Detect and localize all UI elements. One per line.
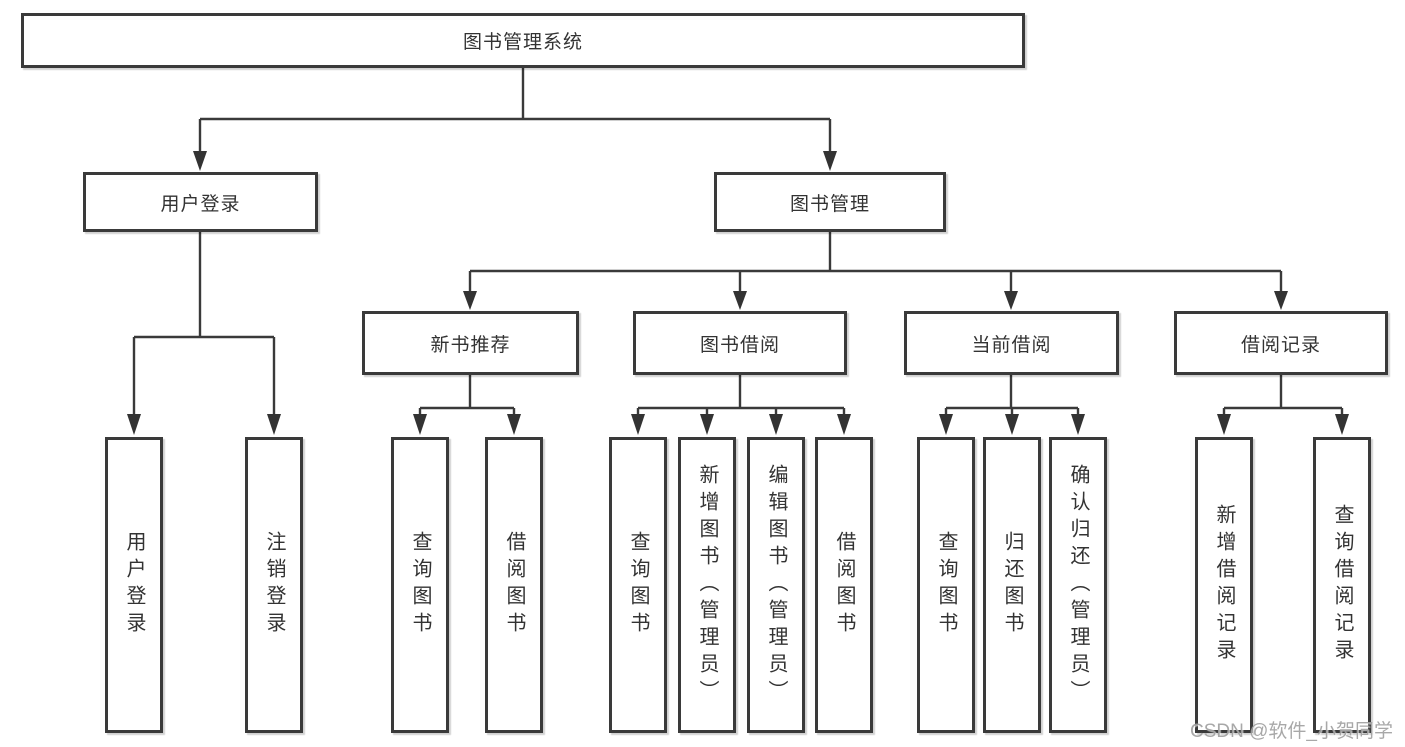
node-label: 查询借阅记录 — [1331, 504, 1353, 666]
arrow-down-icon — [1005, 414, 1019, 435]
node-label: 查询图书 — [627, 531, 649, 639]
node-leaf-logout: 注销登录 — [245, 437, 303, 733]
edge-book-borrow-to-leaves — [631, 375, 851, 435]
arrow-down-icon — [1335, 414, 1349, 435]
node-label: 编辑图书（管理员） — [765, 463, 787, 707]
node-leaf-return-book: 归还图书 — [983, 437, 1041, 733]
node-leaf-edit-book-admin: 编辑图书（管理员） — [747, 437, 805, 733]
arrow-down-icon — [700, 414, 714, 435]
arrow-down-icon — [631, 414, 645, 435]
edge-root-to-level2 — [193, 68, 837, 171]
node-label: 借阅图书 — [503, 531, 525, 639]
arrow-down-icon — [837, 414, 851, 435]
node-user-login: 用户登录 — [83, 172, 318, 232]
node-label: 当前借阅 — [971, 334, 1052, 356]
node-new-book-recommend: 新书推荐 — [362, 311, 579, 375]
node-label: 归还图书 — [1001, 531, 1023, 639]
node-leaf-add-borrow-record: 新增借阅记录 — [1195, 437, 1253, 733]
node-borrow-records: 借阅记录 — [1174, 311, 1388, 375]
node-leaf-user-login: 用户登录 — [105, 437, 163, 733]
node-label: 用户登录 — [160, 193, 241, 215]
edge-current-borrow-to-leaves — [939, 375, 1085, 435]
arrow-down-icon — [1217, 414, 1231, 435]
node-label: 查询图书 — [409, 531, 431, 639]
node-label: 新书推荐 — [430, 334, 511, 356]
arrow-down-icon — [507, 414, 521, 435]
node-leaf-query-books-3: 查询图书 — [917, 437, 975, 733]
node-label: 图书借阅 — [699, 334, 780, 356]
node-label: 图书管理 — [789, 193, 870, 215]
arrow-down-icon — [463, 291, 477, 310]
node-label: 查询图书 — [935, 531, 957, 639]
node-leaf-borrow-books-2: 借阅图书 — [815, 437, 873, 733]
node-leaf-confirm-return-admin: 确认归还（管理员） — [1049, 437, 1107, 733]
node-leaf-borrow-books-1: 借阅图书 — [485, 437, 543, 733]
arrow-down-icon — [769, 414, 783, 435]
node-label: 确认归还（管理员） — [1067, 463, 1089, 707]
arrow-down-icon — [127, 414, 141, 435]
arrow-down-icon — [823, 151, 837, 171]
node-label: 新增图书（管理员） — [696, 463, 718, 707]
edge-new-book-recommend-to-leaves — [413, 375, 521, 435]
arrow-down-icon — [193, 151, 207, 171]
node-leaf-add-book-admin: 新增图书（管理员） — [678, 437, 736, 733]
node-leaf-query-books-1: 查询图书 — [391, 437, 449, 733]
node-label: 借阅记录 — [1240, 334, 1321, 356]
node-label: 新增借阅记录 — [1213, 504, 1235, 666]
node-label: 用户登录 — [123, 531, 145, 639]
node-label: 借阅图书 — [833, 531, 855, 639]
node-current-borrow: 当前借阅 — [904, 311, 1119, 375]
node-leaf-query-borrow-record: 查询借阅记录 — [1313, 437, 1371, 733]
node-book-management: 图书管理 — [714, 172, 946, 232]
arrow-down-icon — [1274, 291, 1288, 310]
node-leaf-query-books-2: 查询图书 — [609, 437, 667, 733]
node-label: 注销登录 — [263, 531, 285, 639]
arrow-down-icon — [1004, 291, 1018, 310]
node-library-system: 图书管理系统 — [21, 13, 1025, 68]
node-book-borrow: 图书借阅 — [633, 311, 847, 375]
edge-user-login-to-leaves — [127, 232, 281, 435]
edge-book-management-to-level3 — [463, 232, 1288, 310]
edge-borrow-records-to-leaves — [1217, 375, 1349, 435]
arrow-down-icon — [733, 291, 747, 310]
arrow-down-icon — [413, 414, 427, 435]
csdn-watermark: CSDN @软件_小贺同学 — [1190, 721, 1393, 742]
arrow-down-icon — [267, 414, 281, 435]
node-label: 图书管理系统 — [462, 32, 583, 53]
arrow-down-icon — [939, 414, 953, 435]
arrow-down-icon — [1071, 414, 1085, 435]
